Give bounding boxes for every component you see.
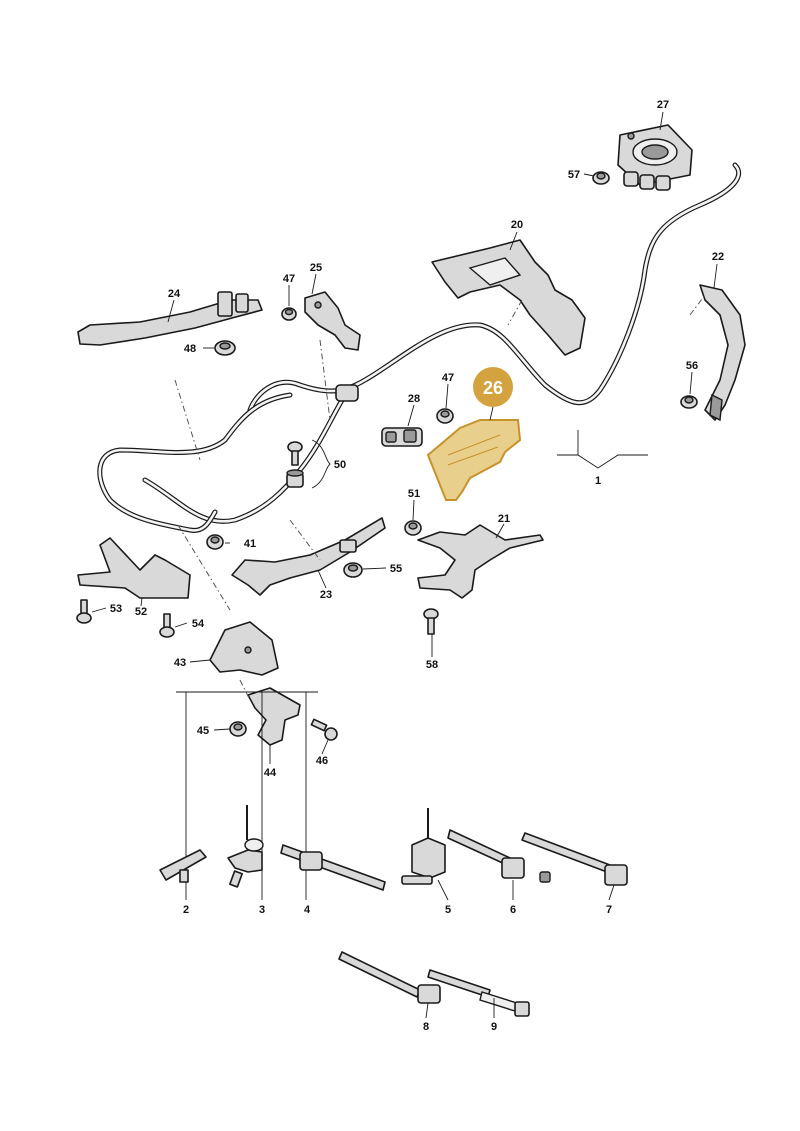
trim-23[interactable] [231, 517, 386, 596]
label-47a: 47 [283, 273, 295, 285]
label-25: 25 [310, 262, 322, 274]
label-48: 48 [184, 343, 196, 355]
grommet-50b[interactable] [286, 469, 304, 488]
pump-27[interactable] [617, 124, 693, 191]
trim-22[interactable] [699, 284, 746, 422]
bracket-21[interactable] [417, 524, 544, 599]
label-53: 53 [110, 603, 122, 615]
bracket-25[interactable] [304, 291, 361, 351]
label-45: 45 [197, 725, 209, 737]
badge-26[interactable]: 26 [473, 367, 513, 407]
screw-54[interactable] [159, 613, 175, 638]
nut-47b[interactable] [436, 408, 454, 424]
housing-43[interactable] [209, 621, 279, 676]
bracket-52[interactable] [77, 537, 191, 599]
label-47b: 47 [442, 372, 454, 384]
label-2: 2 [183, 904, 189, 916]
nut-51[interactable] [404, 520, 422, 536]
screw-46[interactable] [310, 718, 338, 741]
washer-hose-assembly[interactable] [97, 162, 742, 533]
nut-45[interactable] [229, 721, 247, 737]
nut-56[interactable] [680, 395, 698, 409]
label-23: 23 [320, 589, 332, 601]
label-44: 44 [264, 767, 277, 779]
nut-47a[interactable] [281, 307, 297, 321]
label-54: 54 [192, 618, 205, 630]
label-43: 43 [174, 657, 186, 669]
label-28: 28 [408, 393, 420, 405]
bracket-44[interactable] [247, 687, 301, 746]
label-55: 55 [390, 563, 402, 575]
nut-57[interactable] [592, 171, 610, 185]
label-7: 7 [606, 904, 612, 916]
label-8: 8 [423, 1021, 429, 1033]
tie-4[interactable] [280, 844, 386, 891]
label-56: 56 [686, 360, 698, 372]
bracket-20[interactable] [431, 239, 586, 356]
screw-58[interactable] [423, 608, 439, 635]
label-58: 58 [426, 659, 438, 671]
clip-5[interactable] [401, 808, 446, 885]
label-3: 3 [259, 904, 265, 916]
screw-50a[interactable] [287, 441, 303, 466]
holder-3[interactable] [227, 805, 264, 888]
label-52: 52 [135, 606, 147, 618]
tie-8[interactable] [338, 951, 441, 1004]
tie-9[interactable] [427, 969, 530, 1017]
label-5: 5 [445, 904, 451, 916]
label-57: 57 [568, 169, 580, 181]
clip-2[interactable] [159, 849, 207, 883]
badge-26-label: 26 [483, 378, 503, 398]
label-41: 41 [244, 538, 256, 550]
bracket-24[interactable] [77, 291, 263, 346]
label-9: 9 [491, 1021, 497, 1033]
label-21: 21 [498, 513, 510, 525]
label-22: 22 [712, 251, 724, 263]
label-51: 51 [408, 488, 420, 500]
label-20: 20 [511, 219, 523, 231]
label-50: 50 [334, 459, 346, 471]
connector-28[interactable] [381, 427, 423, 447]
label-46: 46 [316, 755, 328, 767]
label-6: 6 [510, 904, 516, 916]
screw-53[interactable] [76, 599, 92, 624]
tie-7[interactable] [521, 832, 628, 886]
tie-6[interactable] [447, 829, 551, 883]
nut-41[interactable] [206, 534, 224, 550]
label-27: 27 [657, 99, 669, 111]
label-24: 24 [168, 288, 181, 300]
bracket-26-highlighted[interactable] [426, 419, 522, 501]
nut-55[interactable] [343, 562, 363, 578]
nut-48[interactable] [214, 340, 236, 356]
label-4: 4 [304, 904, 311, 916]
label-1: 1 [595, 475, 601, 487]
